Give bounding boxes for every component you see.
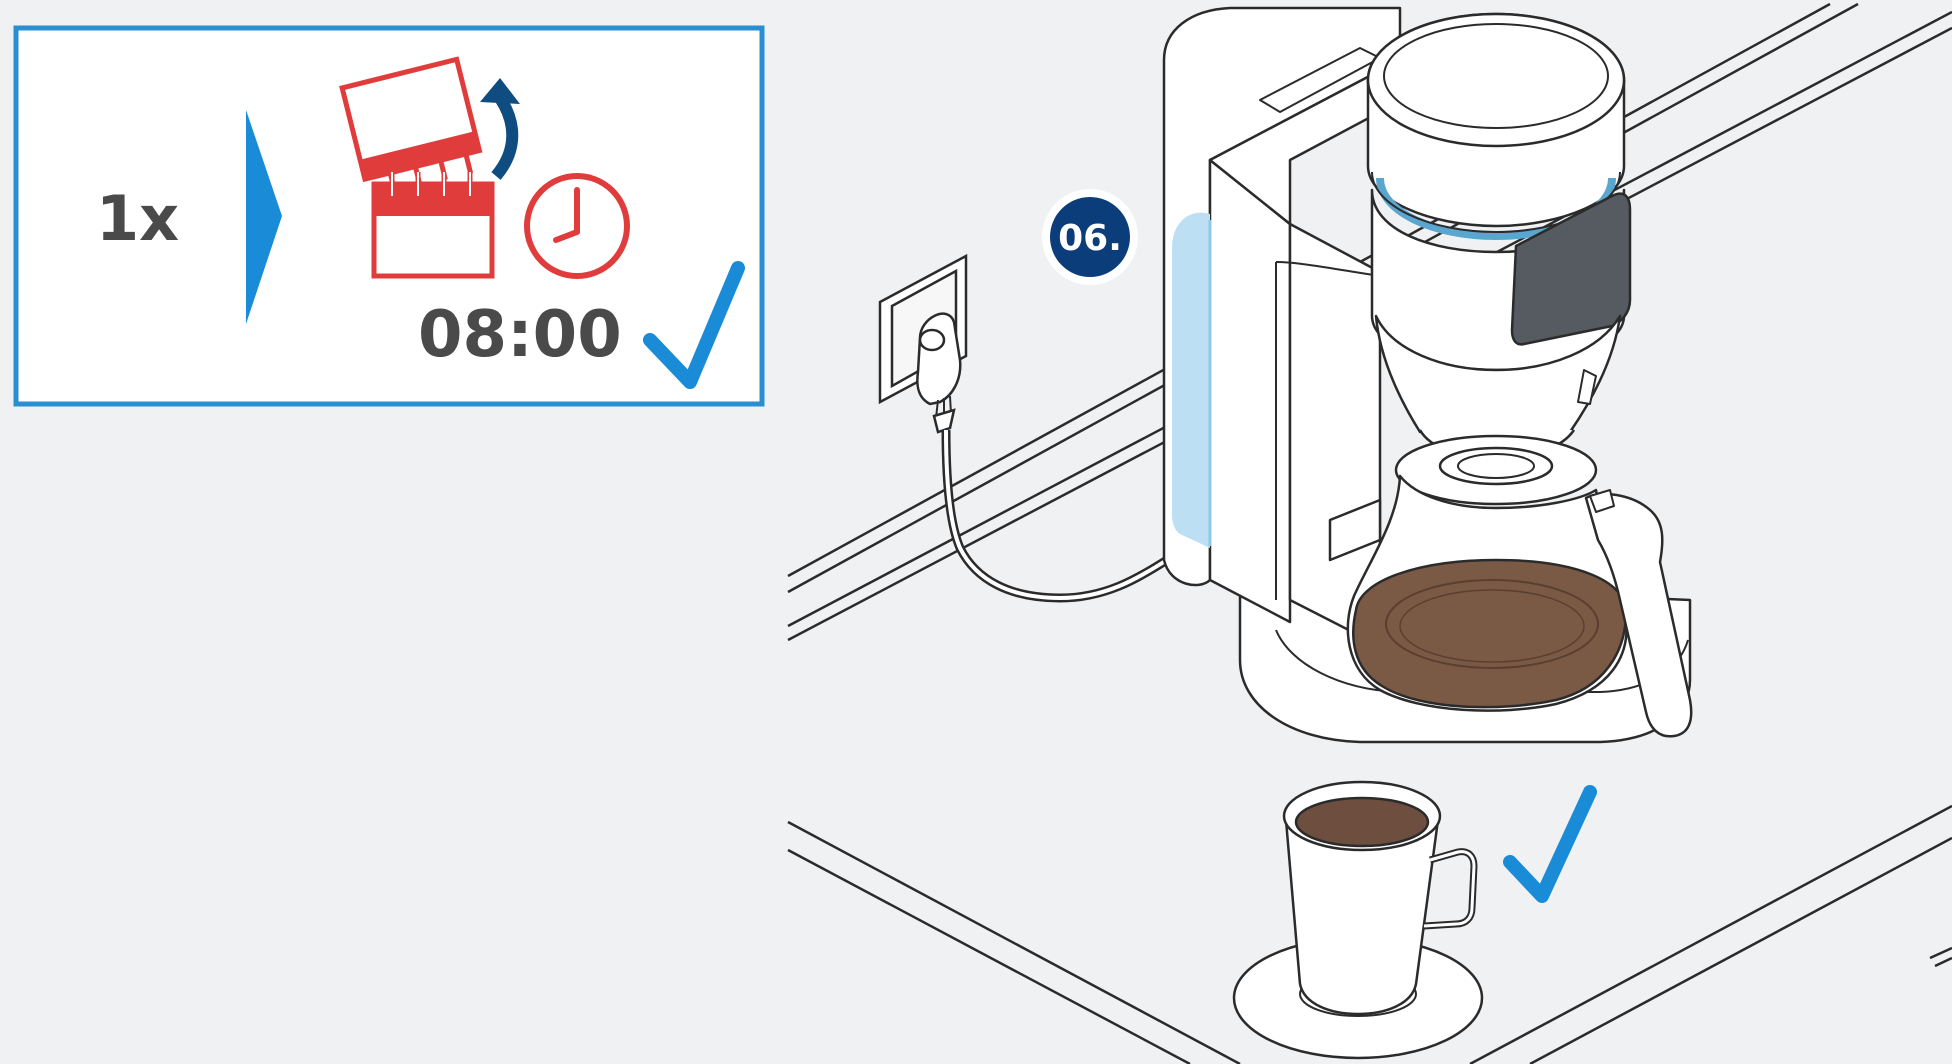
coffee-machine	[1164, 8, 1691, 742]
time-label: 08:00	[418, 298, 622, 372]
checkmark-icon	[1510, 792, 1590, 896]
step-badge: 06.	[1042, 189, 1138, 285]
water-tank	[1172, 213, 1210, 548]
coffee-cup	[1234, 782, 1482, 1058]
jug-coffee	[1353, 560, 1626, 707]
clock-icon	[527, 176, 627, 276]
wall-socket	[880, 256, 966, 432]
instruction-box: 1x 08:00	[16, 28, 762, 404]
step-number: 06.	[1058, 218, 1122, 259]
cup-coffee	[1296, 798, 1428, 846]
repeat-count: 1x	[96, 182, 179, 255]
